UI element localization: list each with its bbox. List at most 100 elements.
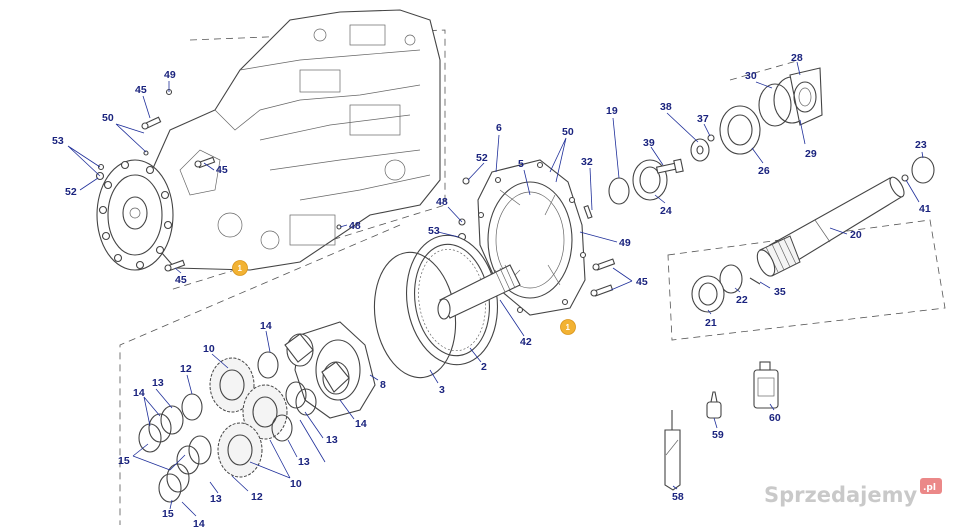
callout-26: 26 <box>758 165 770 177</box>
bolt-icon <box>194 156 216 169</box>
callout-6: 6 <box>496 122 502 134</box>
callout-53: 53 <box>428 225 440 237</box>
bolt-icon <box>164 259 186 272</box>
seal-ring-icon <box>608 177 630 205</box>
callout-13: 13 <box>210 493 222 505</box>
callout-3: 3 <box>439 384 445 396</box>
callout-52: 52 <box>476 152 488 164</box>
callout-5: 5 <box>518 158 524 170</box>
badge-1: 1 <box>560 319 576 335</box>
callout-37: 37 <box>697 113 709 125</box>
watermark-text: Sprzedajemy <box>764 483 918 507</box>
badge-circle <box>232 260 248 276</box>
callout-30: 30 <box>745 70 757 82</box>
bolt-icon <box>583 204 593 220</box>
callout-58: 58 <box>672 491 684 503</box>
callout-45: 45 <box>135 84 147 96</box>
badge-1: 1 <box>232 260 248 276</box>
washer-icon <box>707 134 715 142</box>
planet-carrier-icon <box>284 321 376 419</box>
pin-icon <box>749 277 761 285</box>
callout-8: 8 <box>380 379 386 391</box>
callout-10: 10 <box>203 343 215 355</box>
ring-icon <box>901 174 909 182</box>
callout-28: 28 <box>791 52 803 64</box>
callout-35: 35 <box>774 286 786 298</box>
group-frames <box>119 29 946 525</box>
callout-60: 60 <box>769 412 781 424</box>
callout-39: 39 <box>643 137 655 149</box>
callout-41: 41 <box>919 203 931 215</box>
adhesive-bottle-icon <box>706 391 722 419</box>
gear-icon <box>209 357 255 413</box>
plug-icon <box>462 177 470 185</box>
callout-13: 13 <box>326 434 338 446</box>
callout-32: 32 <box>581 156 593 168</box>
bearing-icon <box>719 105 761 155</box>
callout-23: 23 <box>915 139 927 151</box>
seal-ring-icon <box>758 83 792 127</box>
callout-14: 14 <box>193 518 205 530</box>
callout-38: 38 <box>660 101 672 113</box>
callout-12: 12 <box>180 363 192 375</box>
sealant-tube-icon <box>664 410 681 491</box>
callout-15: 15 <box>118 455 130 467</box>
seal-ring-icon <box>911 156 935 184</box>
callout-53: 53 <box>52 135 64 147</box>
seal-rings-stack <box>138 351 317 503</box>
watermark-badge: .pl <box>920 478 942 494</box>
callout-22: 22 <box>736 294 748 306</box>
watermark: Sprzedajemy .pl <box>764 478 942 507</box>
callout-42: 42 <box>520 336 532 348</box>
callout-59: 59 <box>712 429 724 441</box>
watermark-badge-box <box>920 478 942 494</box>
callout-19: 19 <box>606 105 618 117</box>
callout-21: 21 <box>705 317 717 329</box>
bolt-icon <box>592 258 616 271</box>
seal-ring-icon <box>719 264 743 294</box>
callout-48: 48 <box>349 220 361 232</box>
gear-icon <box>217 422 263 478</box>
washer-icon <box>97 163 105 171</box>
callout-45: 45 <box>175 274 187 286</box>
bolt-icon <box>590 284 614 297</box>
washer-icon <box>143 150 149 156</box>
gear-icon <box>242 384 288 440</box>
callout-45: 45 <box>216 164 228 176</box>
watermark-suffix: .pl <box>923 483 936 493</box>
callout-13: 13 <box>298 456 310 468</box>
badge-label: 1 <box>238 264 243 273</box>
bolt-icon <box>655 158 684 174</box>
washer-icon <box>690 138 710 162</box>
callout-48: 48 <box>436 196 448 208</box>
callout-10: 10 <box>290 478 302 490</box>
callout-2: 2 <box>481 361 487 373</box>
callout-15: 15 <box>162 508 174 520</box>
callout-49: 49 <box>164 69 176 81</box>
badge-label: 1 <box>566 323 571 332</box>
callout-24: 24 <box>660 205 672 217</box>
cover-plate-icon <box>789 67 823 126</box>
bolt-icon <box>141 116 162 130</box>
callout-29: 29 <box>805 148 817 160</box>
callout-50: 50 <box>562 126 574 138</box>
callout-52: 52 <box>65 186 77 198</box>
shaft-icon <box>756 176 905 277</box>
housing-flange-icon <box>96 159 174 271</box>
transmission-housing-icon <box>149 9 441 271</box>
callout-14: 14 <box>260 320 272 332</box>
callout-labels: 49 45 50 53 52 45 45 48 1 6 19 38 37 30 … <box>52 52 931 530</box>
callout-13: 13 <box>152 377 164 389</box>
oil-container-icon <box>753 361 779 409</box>
callout-49: 49 <box>619 237 631 249</box>
callout-20: 20 <box>850 229 862 241</box>
callout-45: 45 <box>636 276 648 288</box>
washer-hole <box>696 145 704 155</box>
leader-lines <box>67 61 924 517</box>
callout-14: 14 <box>355 418 367 430</box>
callout-labels-extra: 13 <box>210 493 222 505</box>
shaft-icon <box>437 264 521 320</box>
badge-circle <box>560 319 576 335</box>
